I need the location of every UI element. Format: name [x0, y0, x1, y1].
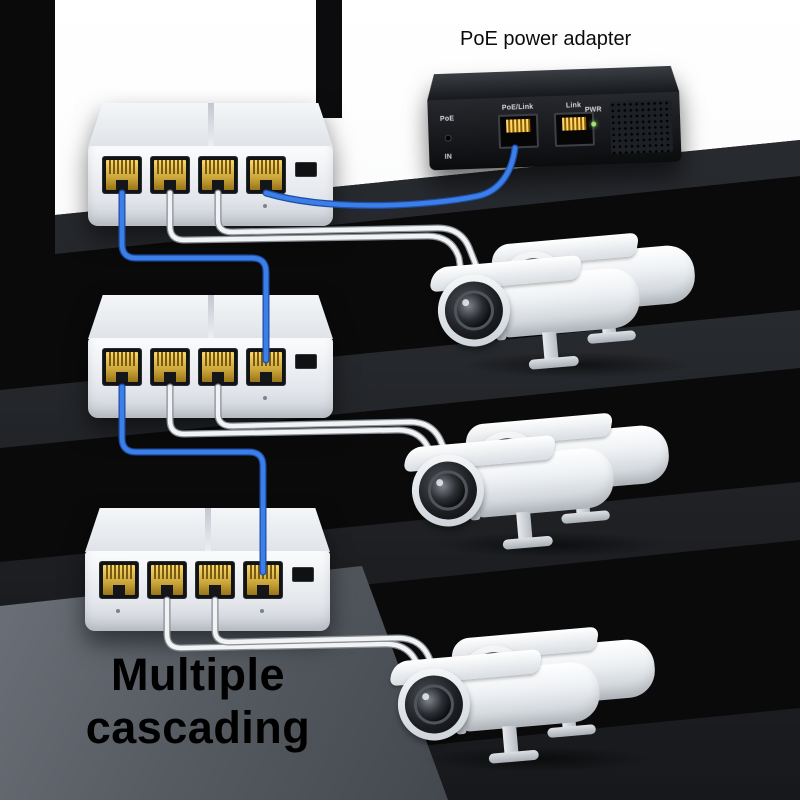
rj45-gold-pins — [202, 160, 234, 190]
led-indicators — [119, 396, 267, 400]
switch-front-face — [85, 551, 330, 631]
adapter-ports: PoE/Link Link — [497, 102, 595, 149]
rj45-gold-pins — [199, 565, 231, 595]
bullet-camera — [389, 645, 622, 764]
camera-pair-2 — [403, 412, 692, 558]
switch-ports — [102, 348, 286, 386]
adapter-poe-label: PoE — [439, 115, 455, 123]
rj45-port — [147, 561, 187, 599]
aux-port — [292, 567, 314, 582]
rj45-gold-pins — [561, 116, 587, 131]
rj45-port — [198, 348, 238, 386]
adapter-left-labels: PoE IN — [440, 115, 456, 160]
adapter-port-label: Link — [565, 102, 582, 110]
camera-hood-inner — [416, 459, 480, 522]
camera-bracket-base — [488, 749, 540, 764]
camera-hood-inner — [442, 279, 506, 342]
camera-bracket — [516, 511, 533, 541]
aux-port — [295, 162, 317, 177]
lens-glint — [421, 692, 430, 701]
led-dot — [167, 204, 171, 208]
switch-top-face — [85, 508, 330, 552]
vent-grille — [609, 99, 674, 155]
power-led — [591, 121, 597, 127]
poe-switch-3 — [85, 508, 330, 633]
camera-bracket — [502, 725, 519, 755]
rj45-gold-pins — [250, 160, 282, 190]
led-dot — [263, 396, 267, 400]
adapter-pwr-label: PWR — [584, 106, 602, 114]
lens-glint — [461, 298, 470, 307]
camera-bracket-base — [502, 535, 554, 550]
adapter-port-label: PoE/Link — [501, 103, 534, 112]
switch-top-face — [88, 295, 333, 339]
led-dot — [215, 396, 219, 400]
rj45-port — [198, 156, 238, 194]
switch-top-face — [88, 103, 333, 147]
rj45-port — [150, 156, 190, 194]
lens-glint — [435, 478, 444, 487]
adapter-port-block: PoE/Link — [497, 103, 540, 149]
adapter-hole — [444, 134, 452, 142]
rj45-port — [150, 348, 190, 386]
rj45-gold-pins — [247, 565, 279, 595]
caption-line-1: Multiple — [111, 649, 285, 700]
camera-bracket-base — [528, 355, 580, 370]
camera-pair-3 — [389, 626, 678, 772]
led-dot — [215, 204, 219, 208]
switch-ports — [99, 561, 283, 599]
camera-lens — [426, 468, 470, 513]
aux-port — [295, 354, 317, 369]
adapter-title: PoE power adapter — [460, 28, 632, 50]
poe-switch-2 — [88, 295, 333, 420]
rj45-gold-pins — [202, 352, 234, 382]
led-dot — [116, 609, 120, 613]
camera-pair-1 — [429, 232, 718, 378]
rj45-port — [497, 113, 540, 149]
adapter-right-labels: PWR — [585, 106, 603, 127]
bullet-camera — [403, 431, 636, 550]
rj45-port — [246, 156, 286, 194]
led-dot — [263, 204, 267, 208]
adapter-front-face: PoE IN PoE/Link Link PWR — [427, 91, 682, 171]
led-dot — [260, 609, 264, 613]
caption-line-2: cascading — [85, 702, 311, 754]
rj45-gold-pins — [154, 160, 186, 190]
rj45-port — [243, 561, 283, 599]
rj45-port — [102, 156, 142, 194]
rj45-gold-pins — [250, 352, 282, 382]
camera-lens — [412, 682, 456, 727]
led-indicators — [119, 204, 267, 208]
bullet-camera — [429, 251, 662, 370]
rj45-gold-pins — [103, 565, 135, 595]
rj45-port — [195, 561, 235, 599]
rj45-gold-pins — [506, 118, 531, 133]
switch-front-face — [88, 338, 333, 418]
caption: Multiple cascading — [48, 648, 348, 754]
led-dot — [212, 609, 216, 613]
rj45-port — [99, 561, 139, 599]
rj45-gold-pins — [106, 352, 138, 382]
led-dot — [119, 396, 123, 400]
switch-front-face — [88, 146, 333, 226]
rj45-port — [102, 348, 142, 386]
rj45-port — [246, 348, 286, 386]
camera-lens — [452, 288, 496, 333]
adapter-in-label: IN — [444, 153, 453, 161]
led-dot — [164, 609, 168, 613]
poe-power-adapter: PoE IN PoE/Link Link PWR — [426, 66, 682, 171]
led-indicators — [116, 609, 264, 613]
rj45-gold-pins — [154, 352, 186, 382]
led-dot — [119, 204, 123, 208]
camera-hood-inner — [402, 673, 466, 736]
poe-switch-1 — [88, 103, 333, 228]
switch-ports — [102, 156, 286, 194]
backdrop-bar — [316, 0, 342, 118]
led-dot — [167, 396, 171, 400]
camera-bracket — [542, 331, 559, 361]
rj45-gold-pins — [151, 565, 183, 595]
rj45-gold-pins — [106, 160, 138, 190]
